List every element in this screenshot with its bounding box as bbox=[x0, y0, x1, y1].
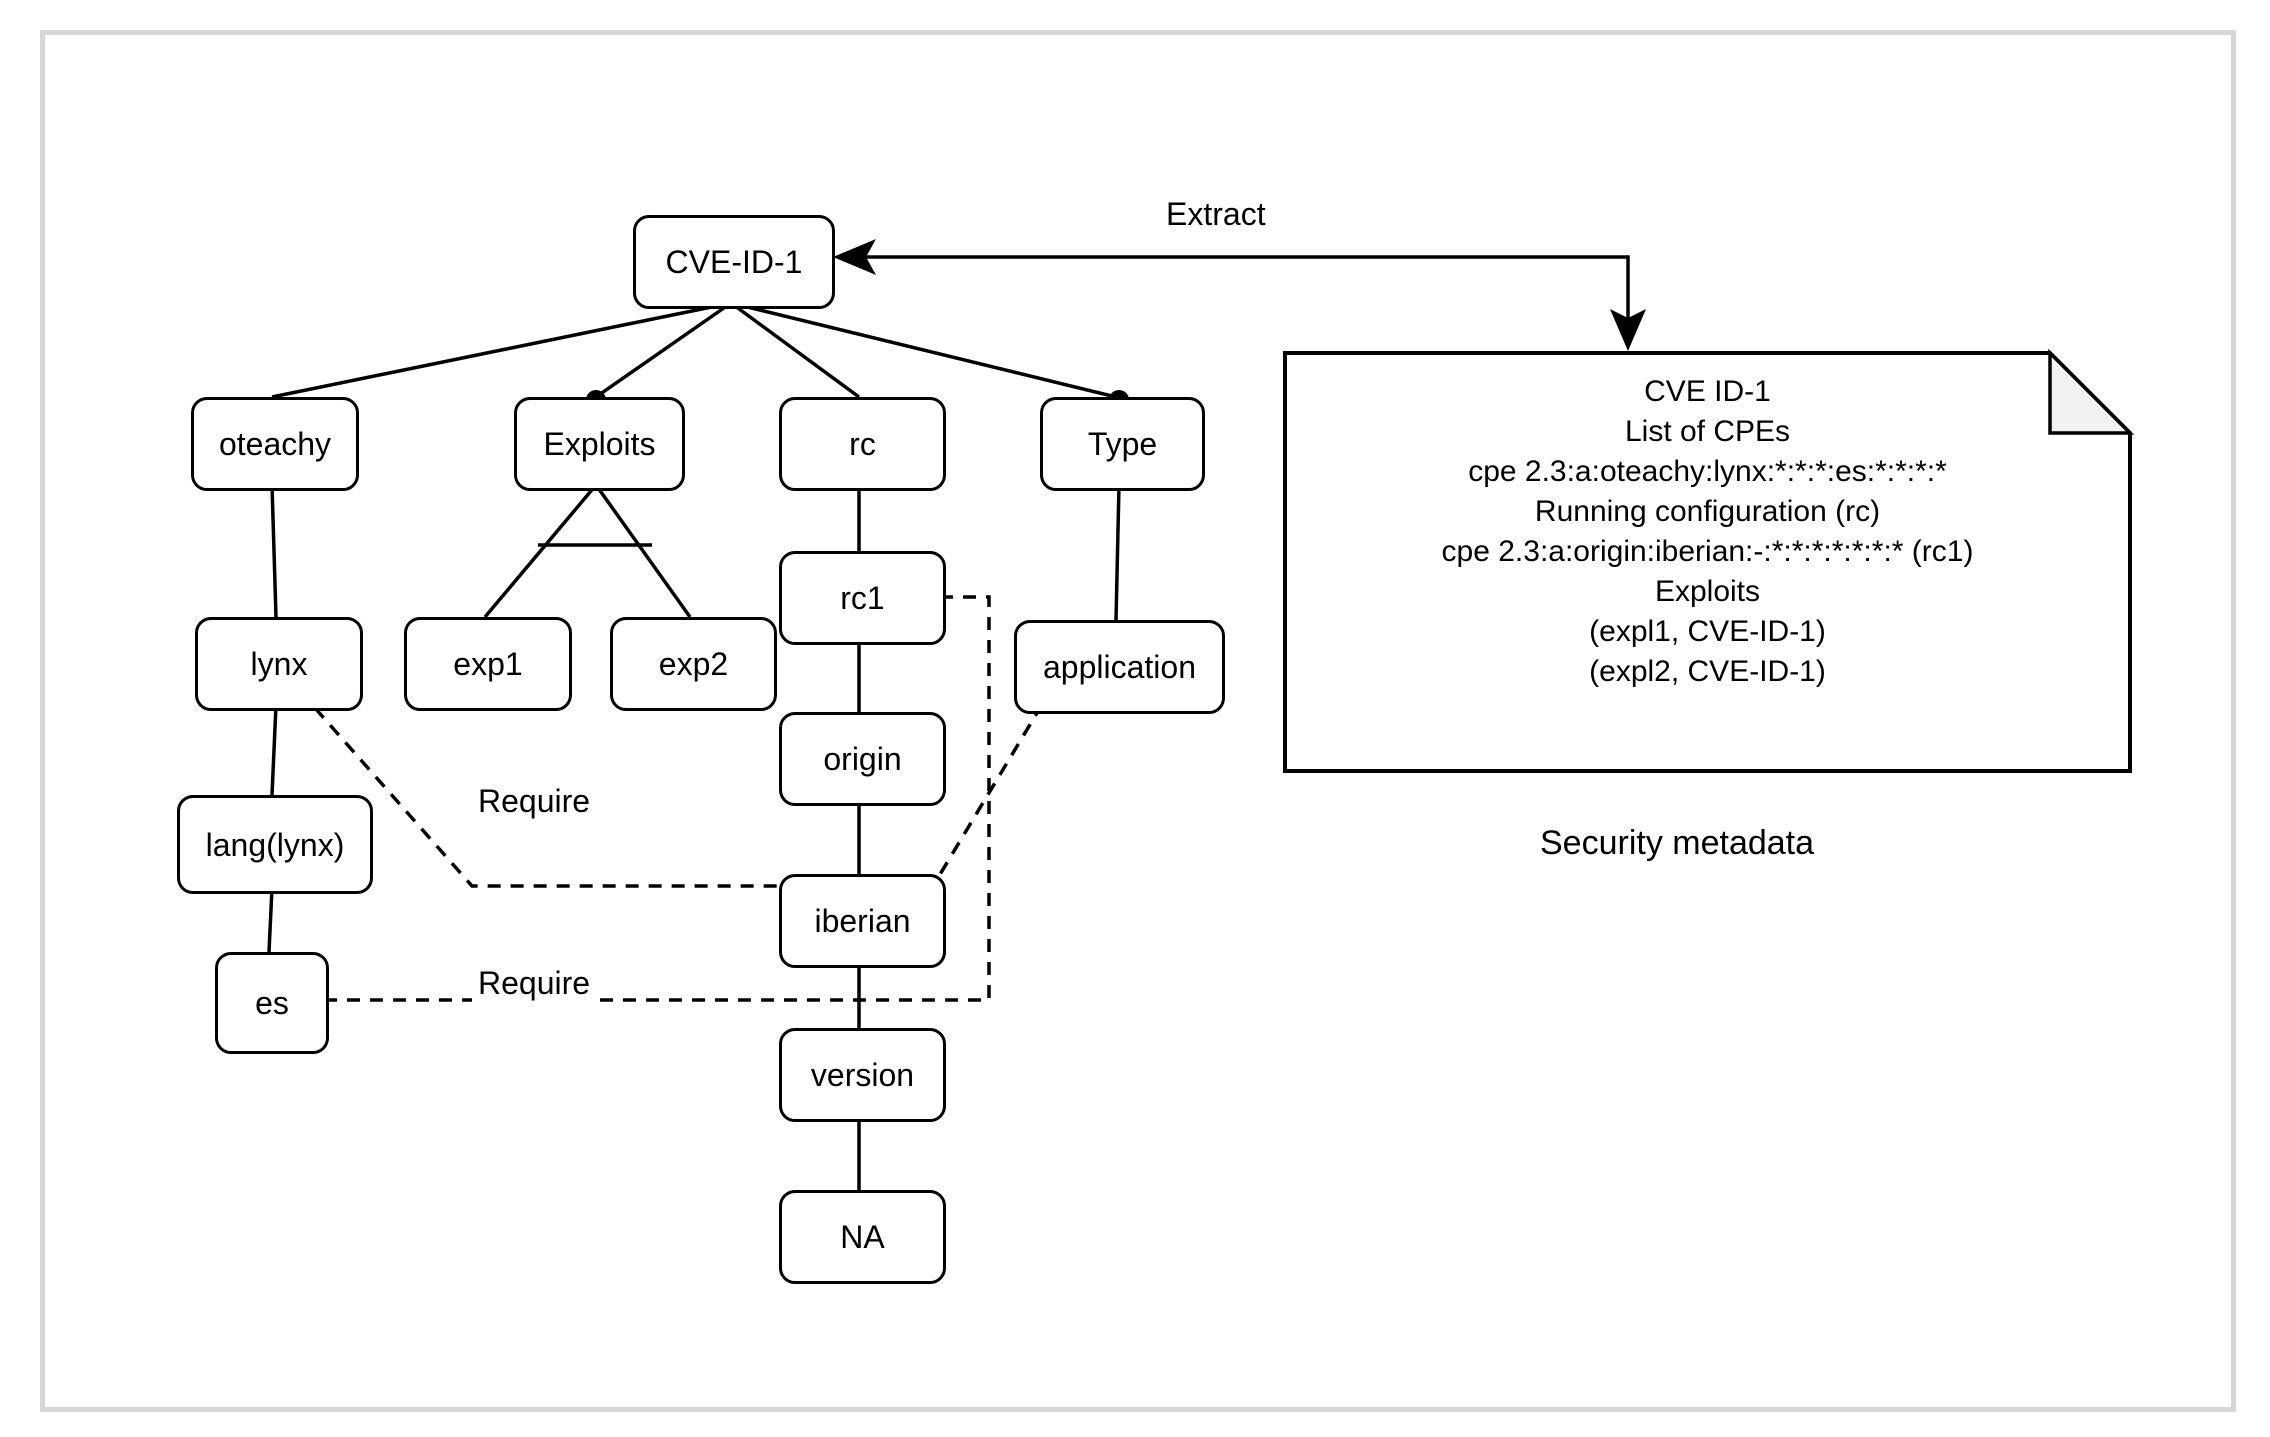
node-origin: origin bbox=[779, 712, 946, 806]
node-exp2: exp2 bbox=[610, 617, 777, 711]
edge-cve-exploits bbox=[595, 301, 732, 399]
document-text: CVE ID-1 List of CPEs cpe 2.3:a:oteachy:… bbox=[1285, 372, 2130, 692]
edge-cve-rc bbox=[729, 301, 861, 399]
doc-line-exploits: Exploits bbox=[1654, 575, 1761, 608]
doc-line-rc: Running configuration (rc) bbox=[1534, 495, 1881, 528]
doc-line-cpe2: cpe 2.3:a:origin:iberian:-:*:*:*:*:*:*:*… bbox=[1441, 535, 1974, 568]
node-type: Type bbox=[1040, 397, 1205, 491]
node-na: NA bbox=[779, 1190, 946, 1284]
node-iberian: iberian bbox=[779, 874, 946, 968]
doc-line-expl1: (expl1, CVE-ID-1) bbox=[1589, 615, 1826, 648]
dashed-edge-lynx-application bbox=[313, 706, 1042, 888]
extract-arrow-line bbox=[862, 255, 1630, 330]
extract-label: Extract bbox=[1160, 196, 1272, 233]
edge-cve-type bbox=[730, 301, 1117, 399]
node-lynx: lynx bbox=[195, 617, 363, 711]
doc-line-cpe1: cpe 2.3:a:oteachy:lynx:*:*:*:es:*:*:*:* bbox=[1468, 455, 1947, 488]
node-rc: rc bbox=[779, 397, 946, 491]
edge-exploits-exp2 bbox=[594, 483, 692, 619]
require-label-1: Require bbox=[472, 783, 597, 820]
node-version: version bbox=[779, 1028, 946, 1122]
edge-lynx-lang bbox=[270, 704, 278, 796]
node-lang-lynx: lang(lynx) bbox=[177, 795, 373, 894]
doc-line-cpelist: List of CPEs bbox=[1624, 415, 1791, 448]
node-exploits: Exploits bbox=[514, 397, 685, 491]
doc-line-title: CVE ID-1 bbox=[1644, 375, 1771, 408]
extract-arrowhead-left-icon bbox=[833, 239, 876, 275]
document-fold-icon bbox=[2048, 348, 2135, 435]
edge-exploits-exp1 bbox=[483, 483, 598, 619]
edge-oteachy-lynx bbox=[270, 484, 278, 618]
node-application: application bbox=[1014, 620, 1225, 714]
edge-cve-oteachy bbox=[271, 301, 732, 399]
require-label-2: Require bbox=[472, 965, 597, 1002]
dashed-edge-rc1-es bbox=[323, 595, 991, 1002]
extract-arrowhead-down-icon bbox=[1610, 309, 1646, 351]
node-rc1: rc1 bbox=[779, 551, 946, 645]
node-es: es bbox=[215, 952, 329, 1054]
node-cve-id-1: CVE-ID-1 bbox=[633, 215, 835, 309]
document-shape bbox=[1283, 351, 2132, 773]
node-oteachy: oteachy bbox=[191, 397, 359, 491]
node-exp1: exp1 bbox=[404, 617, 572, 711]
edge-type-application bbox=[1114, 484, 1121, 621]
security-metadata-caption: Security metadata bbox=[1540, 824, 1815, 862]
doc-line-expl2: (expl2, CVE-ID-1) bbox=[1589, 655, 1826, 688]
edge-lang-es bbox=[267, 887, 274, 953]
